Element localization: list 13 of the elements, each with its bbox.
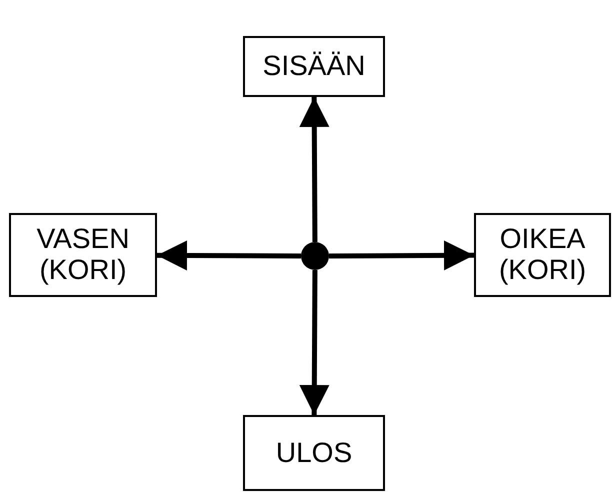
box-label: SISÄÄN bbox=[262, 51, 366, 82]
arrow bbox=[157, 240, 301, 270]
label-box bbox=[243, 415, 385, 491]
arrow bbox=[328, 240, 474, 270]
label-box bbox=[243, 36, 385, 97]
box-label: OIKEA (KORI) bbox=[498, 224, 588, 286]
label-box bbox=[9, 213, 157, 297]
arrow bbox=[299, 270, 330, 415]
box-label: ULOS bbox=[274, 438, 354, 468]
box-label: VASEN (KORI) bbox=[36, 224, 130, 286]
junction-dot bbox=[301, 242, 329, 270]
arrow bbox=[299, 96, 330, 242]
label-box bbox=[474, 213, 611, 297]
